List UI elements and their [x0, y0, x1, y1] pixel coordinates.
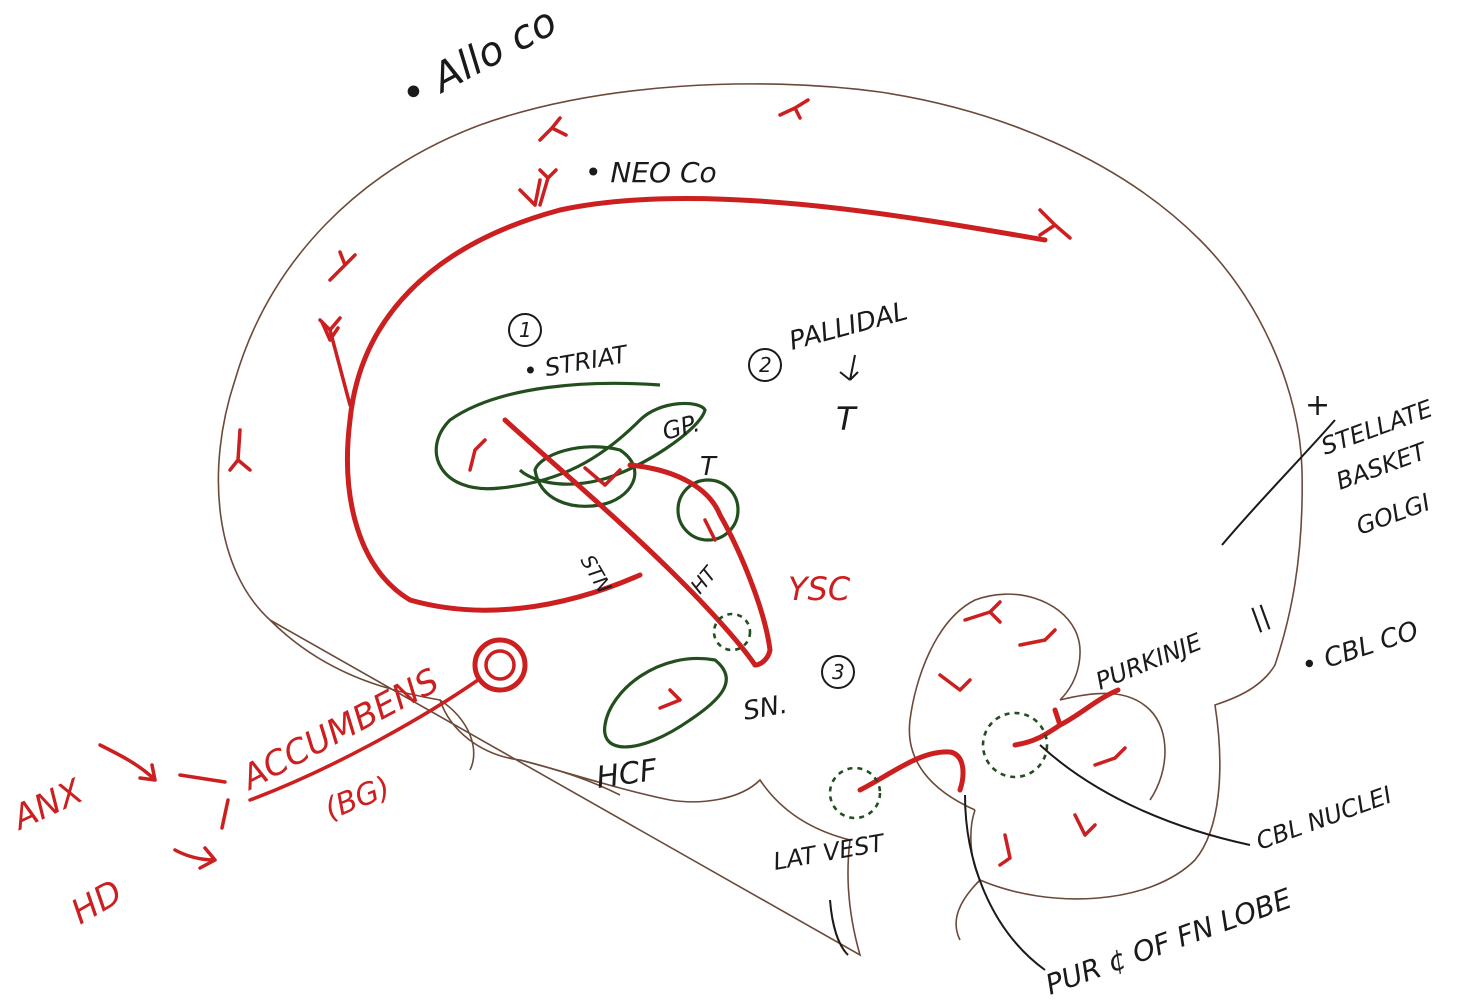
cerebellar-neuron-glyphs — [938, 600, 1127, 867]
brain-outline — [217, 83, 1303, 957]
label-gp: GP. — [659, 409, 702, 446]
stn-dashed-circle — [712, 612, 752, 652]
striatum-outline — [434, 381, 707, 491]
label-cblco: • CBL CO — [1298, 616, 1422, 682]
pallidal-arrow — [839, 354, 859, 381]
accumbens-inhib-marks — [178, 773, 230, 830]
label-stellate-inhib: + — [1305, 388, 1330, 423]
gp-outline — [533, 445, 637, 508]
label-anx: ANX — [5, 771, 90, 839]
corticostriatal-pathway — [345, 195, 1048, 613]
striatum-number-circle — [508, 313, 542, 347]
label-sn-number: 3 — [832, 660, 845, 684]
lat-vest-pointer — [829, 899, 849, 956]
label-cbl-nuclei: CBL NUCLEI — [1252, 781, 1395, 856]
accumbens-connector — [248, 678, 480, 802]
label-purkinje: PURKINJE — [1092, 627, 1207, 695]
cerebellum-outline — [908, 593, 1166, 811]
label-allocortex: • Allo co — [393, 0, 564, 119]
label-accumbens: ACCUMBENS — [234, 661, 446, 799]
label-golgi: GOLGI — [1352, 488, 1434, 540]
nigral-branch — [658, 518, 717, 710]
cortex-branch — [318, 178, 542, 407]
gp-internal-pathway — [468, 438, 622, 487]
cortical-neuron-glyphs — [228, 98, 1072, 472]
purk-flocc-pointer — [964, 794, 1046, 971]
label-neocortex: • NEO Co — [585, 156, 717, 189]
label-gp-inhib: T — [700, 452, 718, 482]
cbl-nuclei-pointer — [1039, 744, 1251, 846]
label-stn: STN — [576, 551, 617, 598]
label-striatum-number: 1 — [519, 318, 532, 342]
hd-arrow — [173, 846, 217, 870]
pallidal-number-circle — [748, 348, 782, 382]
label-ysc: YSC — [788, 570, 851, 608]
stellate-pointer — [1221, 419, 1336, 546]
pallido-thalamic-pathway — [627, 462, 773, 668]
brainstem-outline — [439, 699, 981, 881]
sn-number-circle — [821, 655, 855, 689]
lat-vest-dashed-circle — [828, 766, 882, 820]
thalamus-outline — [676, 478, 740, 542]
label-sn: SN. — [741, 690, 790, 727]
label-lat-vest: LAT VEST — [771, 829, 888, 876]
anx-arrow — [98, 743, 157, 782]
label-pallidal-number: 2 — [759, 353, 772, 377]
fn-lobe-pathway — [857, 749, 966, 793]
cbl-nuclei-dashed-circle — [981, 711, 1049, 779]
label-purk-flocc: PUR ¢ OF FN LOBE — [1041, 882, 1296, 1001]
label-striatum: • STRIAT — [521, 340, 631, 386]
label-pallidal-inhib: T — [836, 400, 858, 438]
label-pallidal: PALLIDAL — [786, 296, 911, 356]
label-hcf: HCF — [594, 753, 660, 796]
label-purkinje-marks: || — [1247, 600, 1274, 634]
label-bg: (BG) — [320, 770, 395, 828]
label-hd: HD — [65, 872, 130, 933]
purkinje-pathway — [1012, 687, 1121, 748]
accumbens-spiral-outer — [472, 637, 528, 693]
accumbens-spiral-inner — [484, 649, 516, 681]
sn-outline — [603, 656, 728, 749]
striatonigral-pathway — [502, 417, 758, 668]
